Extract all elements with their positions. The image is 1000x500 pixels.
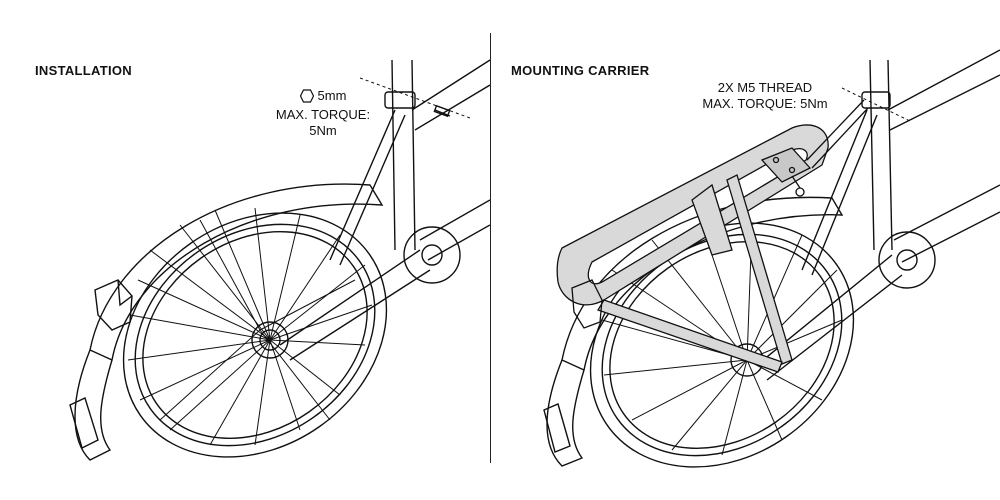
m5-bolt <box>796 188 804 196</box>
installation-panel: INSTALLATION 5mm MAX. TORQUE: 5Nm <box>0 0 490 500</box>
tail-light <box>95 280 132 330</box>
mudflap <box>70 398 98 448</box>
carrier-arm <box>807 100 868 168</box>
panel-divider <box>490 33 491 463</box>
thread-callout: 2X M5 THREAD MAX. TORQUE: 5Nm <box>690 80 840 112</box>
seat-clamp <box>385 92 415 108</box>
torque-label: MAX. TORQUE: <box>275 107 371 122</box>
hex-key-icon <box>299 89 314 103</box>
seat-stay <box>330 110 405 265</box>
torque-spec: MAX. TORQUE: 5Nm <box>702 96 828 111</box>
bike-carrier-illustration <box>492 0 1000 500</box>
bike-rear-illustration <box>0 0 490 500</box>
thread-spec: 2X M5 THREAD <box>717 80 813 95</box>
chain-stay <box>280 250 430 360</box>
panel-title: INSTALLATION <box>35 63 132 78</box>
chainring <box>404 227 460 283</box>
rear-carrier <box>557 100 868 372</box>
torque-callout: 5mm MAX. TORQUE: 5Nm <box>258 88 388 139</box>
seat-tube <box>392 60 415 250</box>
rear-tire <box>76 163 434 500</box>
torque-value: 5Nm <box>309 123 337 138</box>
top-tube <box>412 60 490 130</box>
mounting-plate <box>762 148 810 182</box>
wheel-spokes <box>128 208 372 445</box>
rear-fender <box>90 184 382 360</box>
rear-rim <box>92 179 418 491</box>
panel-title: MOUNTING CARRIER <box>511 63 650 78</box>
hex-size: 5mm <box>317 88 347 103</box>
mounting-carrier-panel: MOUNTING CARRIER 2X M5 THREAD MAX. TORQU… <box>492 0 1000 500</box>
